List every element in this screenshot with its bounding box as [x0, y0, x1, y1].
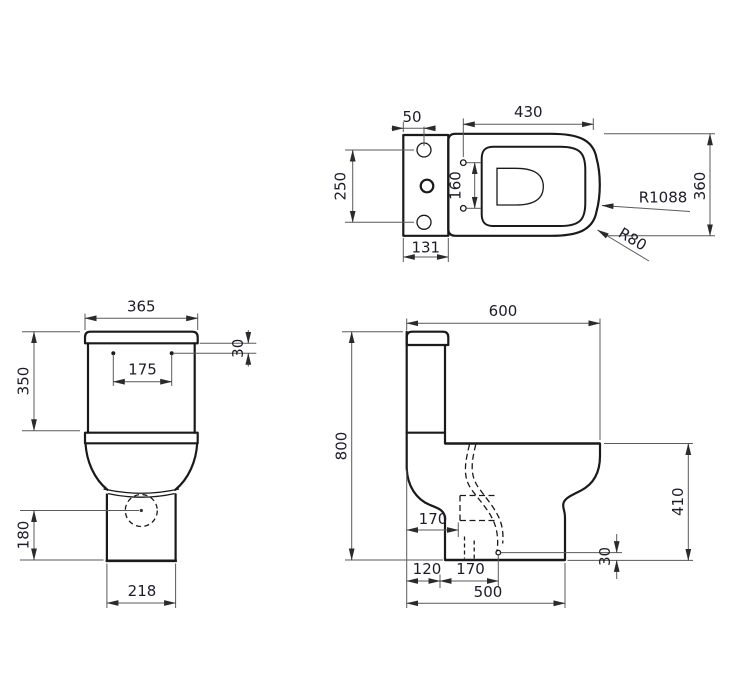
- dim-label-seat-length: 430: [514, 103, 543, 121]
- front-hinge-point-right: [169, 351, 174, 356]
- plan-bowl-opening: [496, 167, 544, 206]
- plan-fixing-hole-bottom: [416, 214, 432, 230]
- dim-label-overall-depth: 600: [489, 302, 518, 320]
- front-outlet-circle: [124, 493, 158, 528]
- plan-view: 50 430 250 160 131 360 R1088 R80: [332, 103, 715, 262]
- dim-label-small-radius: R80: [615, 224, 650, 255]
- dim-label-outlet-floor-gap: 30: [596, 547, 614, 566]
- front-hinge-point-left: [111, 351, 116, 356]
- plan-hinge-hole-bottom: [459, 204, 467, 212]
- side-trapway-hidden-outer: [464, 444, 499, 552]
- plan-inlet-hole: [419, 178, 435, 194]
- dim-label-cistern-height: 350: [15, 367, 33, 396]
- plan-seat-outline: [480, 145, 587, 227]
- front-bowl-left: [84, 442, 109, 491]
- dim-label-hinge-centres: 175: [128, 361, 157, 379]
- front-outlet-centre: [139, 508, 143, 513]
- dim-label-overall-height: 800: [333, 432, 351, 461]
- side-outlet-point: [495, 549, 502, 556]
- front-view: 365 30 175 350 180 218: [15, 298, 257, 608]
- dim-label-pan-width: 360: [691, 172, 709, 201]
- dim-label-cistern-width: 365: [127, 298, 156, 316]
- front-bowl-ledge: [83, 431, 199, 445]
- dim-label-hole-offset: 50: [402, 108, 421, 126]
- dim-label-fixing-hole-spacing: 250: [332, 172, 350, 201]
- dim-label-lid-hole-gap: 30: [229, 339, 247, 358]
- dim-label-cistern-depth: 131: [411, 239, 440, 257]
- dim-label-base-depth: 500: [474, 583, 503, 601]
- plan-pan-outline: [447, 132, 601, 237]
- dim-label-base-width: 218: [128, 582, 157, 600]
- front-cistern-lid: [83, 330, 199, 345]
- front-shelf-arc-upper: [103, 488, 180, 494]
- dim-label-outlet-centre-height: 180: [15, 521, 33, 550]
- plan-hinge-hole-top: [459, 159, 467, 167]
- side-back-outline: [405, 330, 447, 562]
- front-bowl-right: [174, 442, 199, 491]
- dim-label-outlet-span: 170: [456, 560, 485, 578]
- dim-label-large-radius: R1088: [639, 189, 688, 207]
- dim-label-pan-height: 410: [669, 487, 687, 516]
- side-cistern-lid: [405, 330, 450, 347]
- side-trapway-hidden-inner: [471, 444, 504, 544]
- front-shelf-arc-lower: [107, 492, 175, 498]
- side-front-profile: [562, 442, 602, 562]
- side-view: 600 800 410 30 170 120 170 500: [333, 302, 693, 608]
- dim-label-outlet-setback: 170: [419, 510, 448, 528]
- dim-label-rear-gap: 120: [413, 560, 442, 578]
- dim-label-hinge-spacing: 160: [446, 171, 464, 200]
